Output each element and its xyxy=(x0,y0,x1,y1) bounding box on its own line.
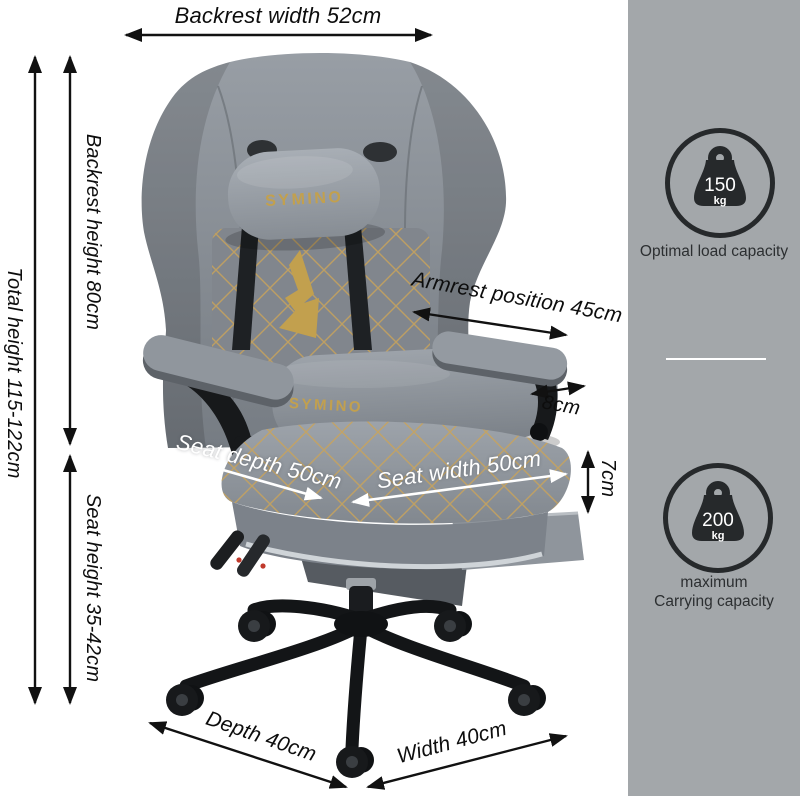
badge-value: 200 xyxy=(702,510,734,531)
badge-unit: kg xyxy=(714,195,727,207)
seat-height-label: Seat height 35-42cm xyxy=(82,493,104,683)
max-capacity-caption-line2: Carrying capacity xyxy=(654,593,774,610)
badge-unit: kg xyxy=(712,530,725,542)
weight-kettlebell-icon: 150 kg xyxy=(694,146,746,207)
caster-wheel xyxy=(166,684,204,716)
max-capacity-caption: maximum Carrying capacity xyxy=(628,573,800,611)
headrest-hole-right xyxy=(363,142,397,162)
backrest-emblem xyxy=(279,250,319,338)
optimal-load-badge: 150 kg xyxy=(665,128,775,238)
caster-wheel xyxy=(434,610,472,642)
pillow-strap-right xyxy=(344,226,372,350)
badge-value: 150 xyxy=(704,175,736,196)
total-height-label: Total height 115-122cm xyxy=(3,267,25,479)
backrest-width-label: Backrest width 52cm xyxy=(174,3,382,28)
backrest-height-label: Backrest height 80cm xyxy=(82,133,104,331)
max-capacity-caption-line1: maximum xyxy=(680,574,748,591)
optimal-load-caption: Optimal load capacity xyxy=(639,243,789,260)
caster-wheel xyxy=(336,746,374,778)
weight-kettlebell-icon: 200 kg xyxy=(692,481,744,542)
max-capacity-badge: 200 kg xyxy=(663,463,773,573)
armrest-right xyxy=(432,331,568,441)
base-hub xyxy=(334,611,388,637)
panel-divider xyxy=(666,358,766,360)
backrest xyxy=(141,53,507,448)
caster-wheel xyxy=(238,610,276,642)
chair-base xyxy=(166,578,546,778)
seat-cushion xyxy=(221,421,571,570)
cushion-thickness-label: 7cm xyxy=(597,458,619,498)
capacity-panel: 150 kg Optimal load capacity 200 kg maxi… xyxy=(628,0,800,796)
brand-logo-headrest: SYMINO xyxy=(265,189,344,210)
seat-chrome-trim xyxy=(245,541,543,570)
caster-wheel xyxy=(508,684,546,716)
headrest-pillow: SYMINO xyxy=(225,148,386,251)
seat-front-face xyxy=(232,502,548,569)
adjustment-levers xyxy=(210,530,270,577)
pillow-strap-left xyxy=(232,226,259,350)
brand-logo-lumbar: SYMINO xyxy=(289,395,364,416)
